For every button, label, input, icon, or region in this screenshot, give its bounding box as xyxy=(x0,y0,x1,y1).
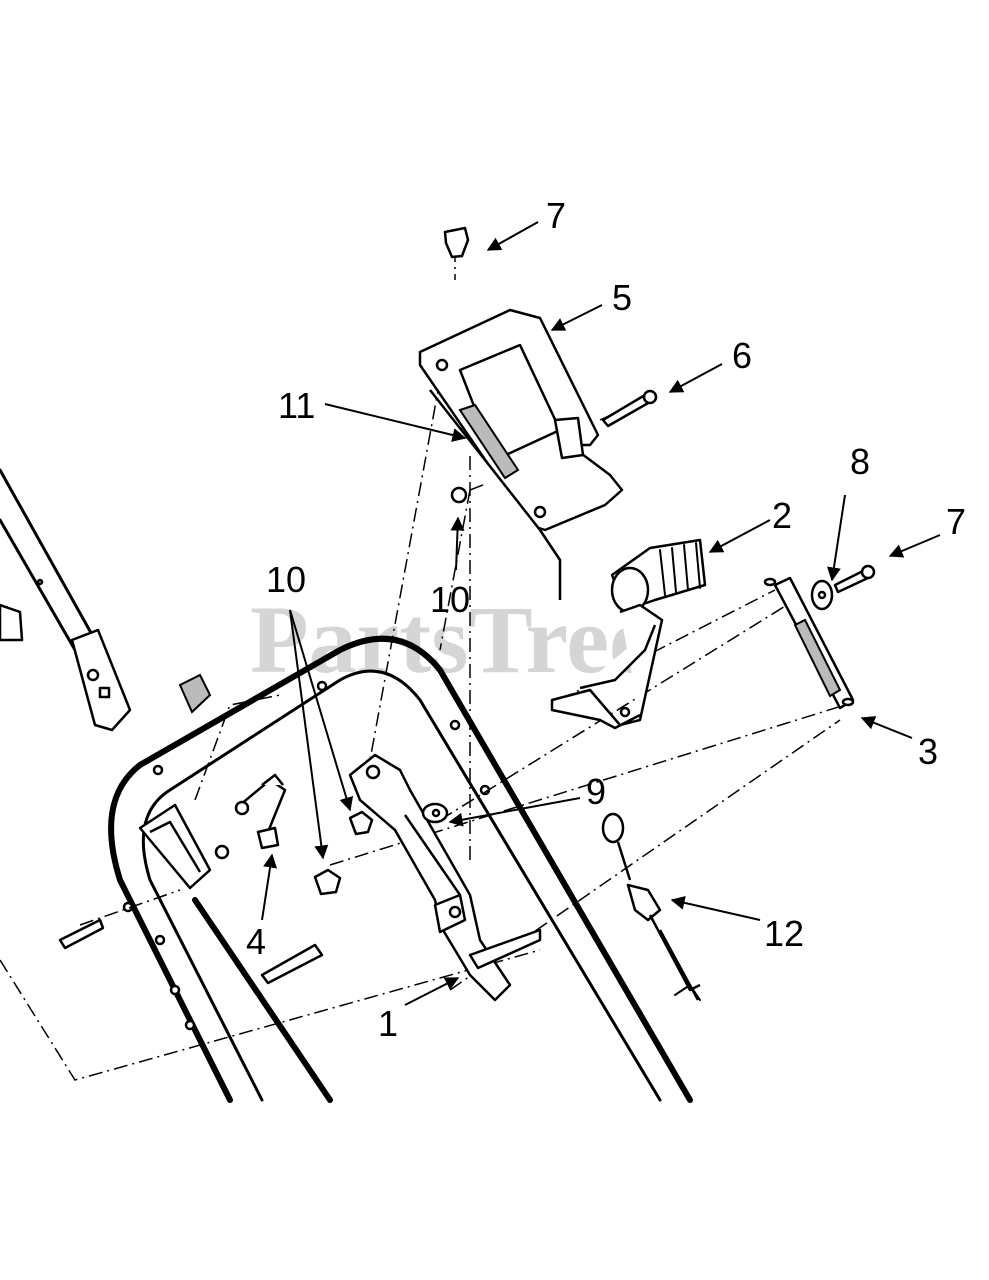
leader-arrows xyxy=(261,221,941,1006)
part-11-plate xyxy=(458,403,520,480)
part-6-bolt xyxy=(601,389,658,428)
watermark: PartsTree xyxy=(250,586,652,693)
callout-10-lower: 10 xyxy=(266,559,306,600)
main-handle xyxy=(108,635,693,1103)
callout-3: 3 xyxy=(918,731,938,772)
left-rod xyxy=(0,468,132,732)
part-1-bracket xyxy=(348,753,542,1002)
callout-11: 11 xyxy=(278,385,315,426)
callout-12: 12 xyxy=(764,913,804,954)
part-8-washer xyxy=(810,579,834,611)
part-4-link xyxy=(234,773,287,850)
part-12-cable xyxy=(601,812,701,1001)
callout-2: 2 xyxy=(772,495,792,536)
part-10-nuts-lower xyxy=(313,810,374,896)
callout-9: 9 xyxy=(586,771,606,812)
callout-5: 5 xyxy=(612,277,632,318)
part-7-screw-right xyxy=(833,564,876,594)
callout-7-right: 7 xyxy=(946,501,966,542)
part-5-bracket xyxy=(418,308,624,600)
small-clips xyxy=(58,673,324,985)
part-2-lever xyxy=(550,538,707,730)
part-7-screw-upper xyxy=(443,226,470,259)
callout-8: 8 xyxy=(850,441,870,482)
part-3-rod xyxy=(763,576,855,710)
callout-7-top: 7 xyxy=(546,195,566,236)
part-10-nut-upper xyxy=(450,486,468,504)
callout-4: 4 xyxy=(246,921,266,962)
callout-labels: 7 5 6 11 8 2 7 10 10 3 9 4 12 1 xyxy=(246,195,966,1044)
callout-1: 1 xyxy=(378,1003,398,1044)
part-9-washer xyxy=(421,802,449,824)
callout-10-upper: 10 xyxy=(430,579,470,620)
callout-6: 6 xyxy=(732,335,752,376)
